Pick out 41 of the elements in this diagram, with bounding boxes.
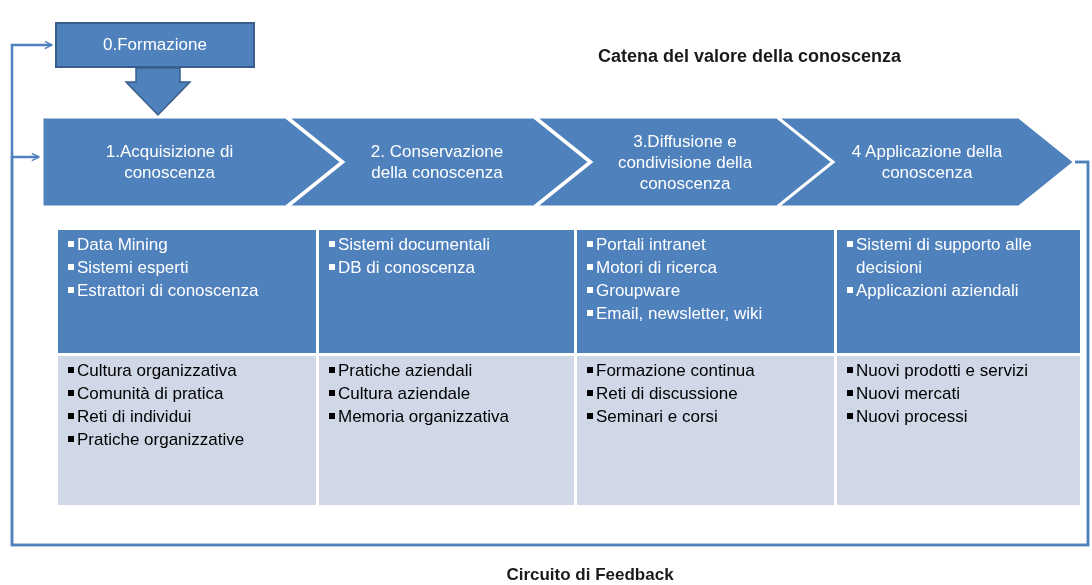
list-item: Seminari e corsi [596, 407, 718, 426]
diagram-title: Catena del valore della conoscenza [598, 45, 902, 68]
list-item: Motori di ricerca [596, 258, 717, 277]
table-cell [577, 356, 834, 505]
list-item: Email, newsletter, wiki [596, 304, 763, 323]
process-box [55, 22, 255, 68]
loop-label: Circuito di Feedback [505, 564, 675, 585]
list-item: Memoria organizzativa [338, 407, 509, 426]
block-arrow [124, 67, 192, 117]
table-cell [577, 230, 834, 353]
table-cell [837, 230, 1080, 353]
list-item: Reti di discussione [596, 384, 738, 403]
list-item: Pratiche organizzative [77, 430, 245, 449]
table-cell [837, 356, 1080, 505]
list-item: Sistemi esperti [77, 258, 189, 277]
list-item: Nuovi processi [856, 407, 968, 426]
stage-label: 2. Conservazione della conoscenza [369, 141, 505, 183]
node-label: 0.Formazione [103, 34, 207, 57]
list-item: Sistemi documentali [338, 235, 491, 254]
list-item: Applicazioni aziendali [856, 281, 1019, 300]
table-cell [319, 356, 574, 505]
list-item: Estrattori di conoscenza [77, 281, 259, 300]
list-item: Nuovi prodotti e servizi [856, 361, 1028, 380]
table-cell [58, 230, 316, 353]
stage-label: 3.Diffusione e condivisione della conoscenza [616, 130, 754, 194]
table-cell [319, 230, 574, 353]
list-item: Portali intranet [596, 235, 706, 254]
list-item: Formazione continua [596, 361, 755, 380]
list-item: Comunità di pratica [77, 384, 224, 403]
list-item: Pratiche aziendali [338, 361, 473, 380]
list-item: Sistemi di supporto alle decisioni [856, 235, 1032, 277]
list-item: Data Mining [77, 235, 168, 254]
list-item: Groupware [596, 281, 681, 300]
list-item: Cultura organizzativa [77, 361, 237, 380]
table-cell [58, 356, 316, 505]
list-item: DB di conoscenza [338, 258, 476, 277]
list-item: Nuovi mercati [856, 384, 960, 403]
list-item: Reti di individui [77, 407, 192, 426]
stage-label: 4 Applicazione della conoscenza [850, 141, 1004, 183]
list-item: Cultura aziendale [338, 384, 471, 403]
feedback-arrow [10, 152, 1090, 547]
